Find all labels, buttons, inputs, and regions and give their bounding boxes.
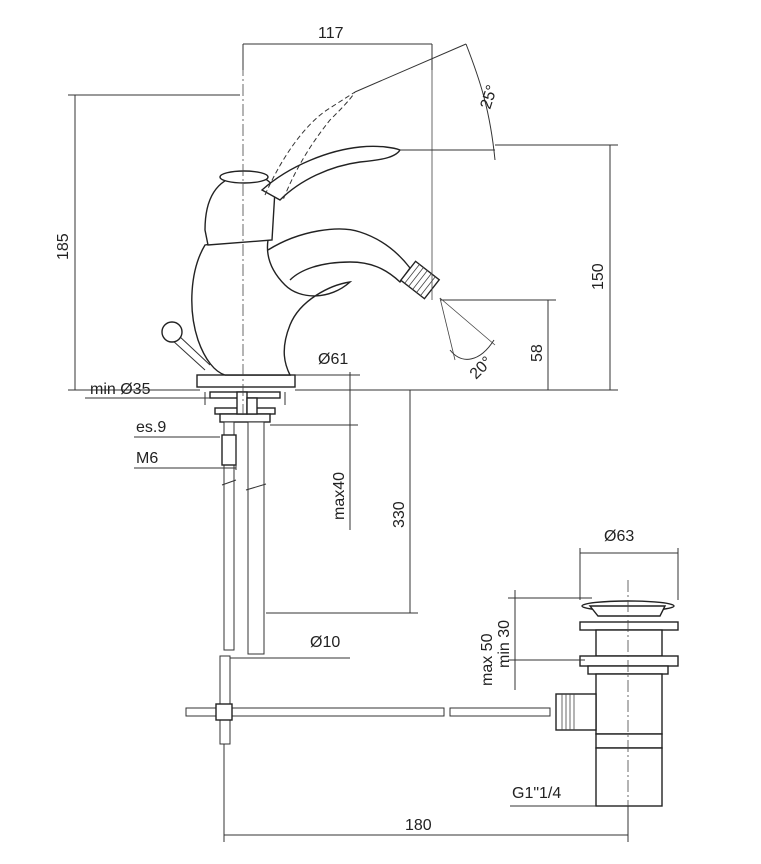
dim-117: 117 — [318, 25, 344, 42]
dim-max-40: max40 — [331, 472, 348, 520]
dim-63-diameter: Ø63 — [604, 528, 634, 545]
dim-25-degree: 25° — [478, 83, 502, 111]
waste-valve — [555, 600, 679, 807]
dim-10-diameter: Ø10 — [310, 634, 340, 651]
dim-max-50: max 50 — [479, 633, 496, 686]
popup-linkage — [185, 655, 551, 745]
dim-180: 180 — [405, 817, 432, 834]
dim-min-35-diameter: min Ø35 — [90, 381, 151, 398]
dim-20-degree: 20° — [467, 354, 496, 383]
dim-min-30: min 30 — [496, 620, 513, 668]
dim-330: 330 — [391, 501, 408, 528]
dim-58: 58 — [529, 344, 546, 362]
mixer-body — [161, 91, 441, 388]
mounting-assembly — [209, 391, 281, 655]
dim-es-9: es.9 — [136, 419, 166, 436]
dim-m6: M6 — [136, 450, 158, 467]
dim-150: 150 — [590, 263, 607, 290]
dim-185: 185 — [55, 233, 72, 260]
dim-g1-thread: G1"1/4 — [512, 785, 561, 802]
dim-61-diameter: Ø61 — [318, 351, 348, 368]
dimension-lines — [68, 43, 679, 842]
